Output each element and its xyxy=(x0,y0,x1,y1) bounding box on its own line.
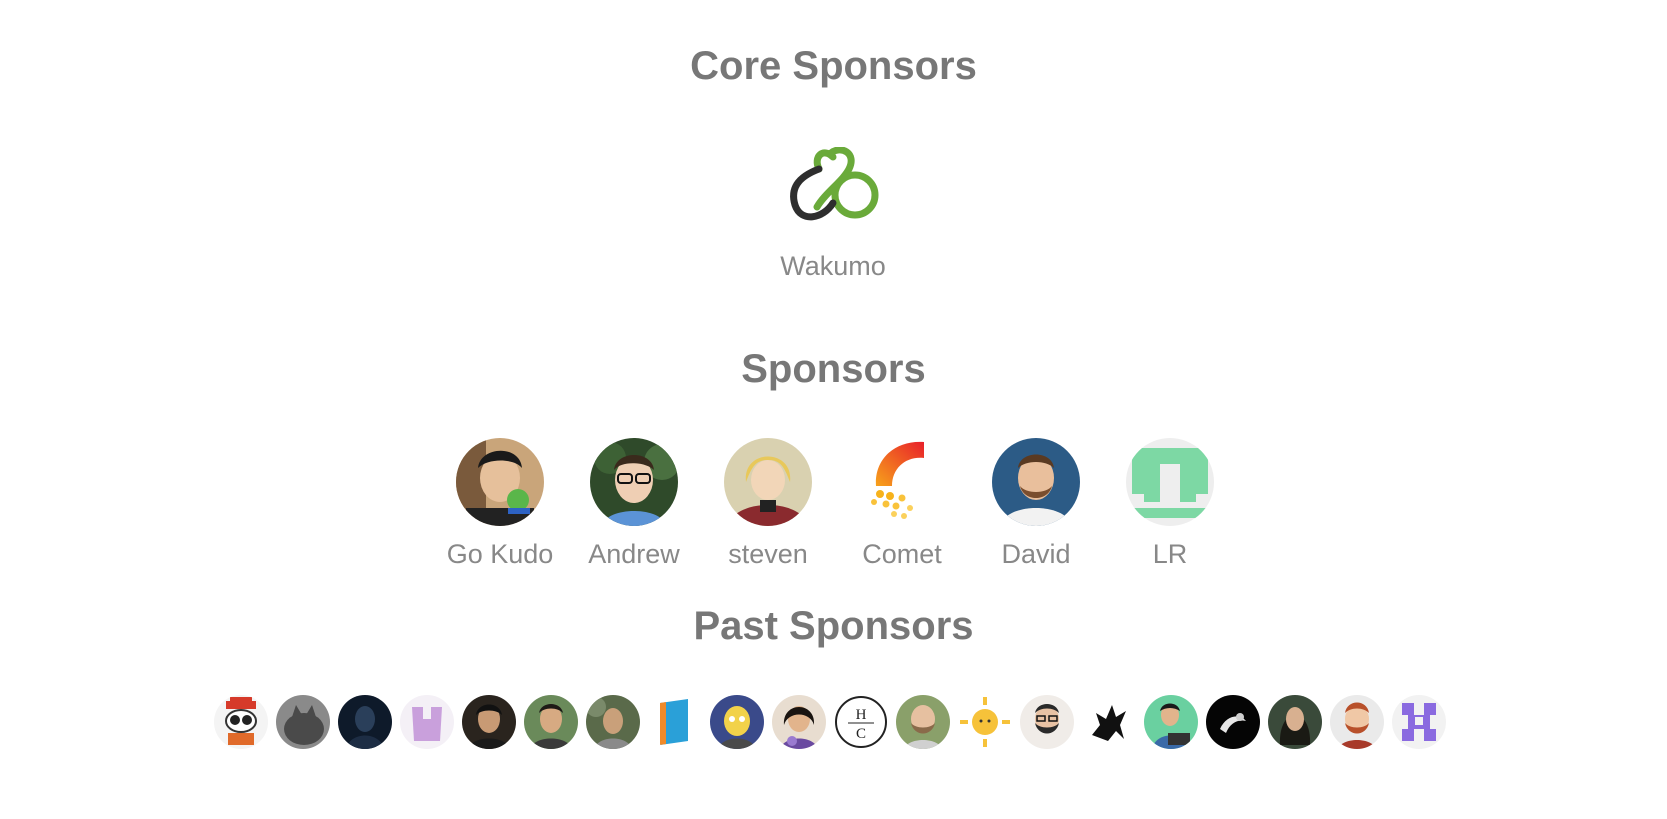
sponsor-name: Go Kudo xyxy=(446,539,554,569)
comet-logo-avatar xyxy=(858,438,946,526)
person-forest-avatar[interactable] xyxy=(586,695,640,749)
dark-figure-avatar[interactable] xyxy=(338,695,392,749)
person-glasses-avatar[interactable] xyxy=(772,695,826,749)
sponsor-comet[interactable]: Comet xyxy=(835,438,969,570)
sponsor-name: Andrew xyxy=(588,539,680,569)
core-sponsors-title: Core Sponsors xyxy=(690,44,977,88)
person-dark-avatar[interactable] xyxy=(462,695,516,749)
andrew-avatar xyxy=(590,438,678,526)
gray-cat-avatar[interactable] xyxy=(276,695,330,749)
past-sponsors-title: Past Sponsors xyxy=(693,604,974,648)
david-avatar xyxy=(992,438,1080,526)
person-outdoor-avatar[interactable] xyxy=(524,695,578,749)
wakumo-logo-icon xyxy=(790,147,879,221)
person-longhair-avatar[interactable] xyxy=(1268,695,1322,749)
sponsor-steven[interactable]: steven xyxy=(701,438,835,570)
sponsor-david[interactable]: David xyxy=(969,438,1103,570)
go-kudo-avatar xyxy=(456,438,544,526)
dark-abstract-avatar[interactable] xyxy=(1206,695,1260,749)
sun-avatar[interactable] xyxy=(958,695,1012,749)
person-beard-avatar[interactable] xyxy=(896,695,950,749)
hc-monogram-top: H xyxy=(856,707,867,723)
hc-monogram-bottom: C xyxy=(856,726,866,742)
core-sponsor-name: Wakumo xyxy=(780,251,886,281)
lr-logo-avatar xyxy=(1126,438,1214,526)
sponsor-name: steven xyxy=(728,539,808,569)
purple-cup-avatar[interactable] xyxy=(400,695,454,749)
pegasus-avatar[interactable] xyxy=(1082,695,1136,749)
person-laptop-avatar[interactable] xyxy=(1144,695,1198,749)
core-sponsor-wakumo[interactable]: Wakumo xyxy=(733,147,933,282)
person-beard-glasses-avatar[interactable] xyxy=(1020,695,1074,749)
cartoon-man-avatar[interactable] xyxy=(1330,695,1384,749)
sponsor-name: David xyxy=(1001,539,1071,569)
book-avatar[interactable] xyxy=(648,695,702,749)
sponsor-name: Comet xyxy=(862,539,942,569)
robot-cat-avatar[interactable] xyxy=(214,695,268,749)
sponsor-andrew[interactable]: Andrew xyxy=(567,438,701,570)
sponsor-name: LR xyxy=(1152,539,1188,569)
sponsor-go-kudo[interactable]: Go Kudo xyxy=(433,438,567,570)
cartoon-character-avatar[interactable] xyxy=(710,695,764,749)
sponsors-title: Sponsors xyxy=(741,347,926,391)
steven-avatar xyxy=(724,438,812,526)
sponsor-lr[interactable]: LR xyxy=(1103,438,1237,570)
purple-pixel-avatar[interactable] xyxy=(1392,695,1446,749)
